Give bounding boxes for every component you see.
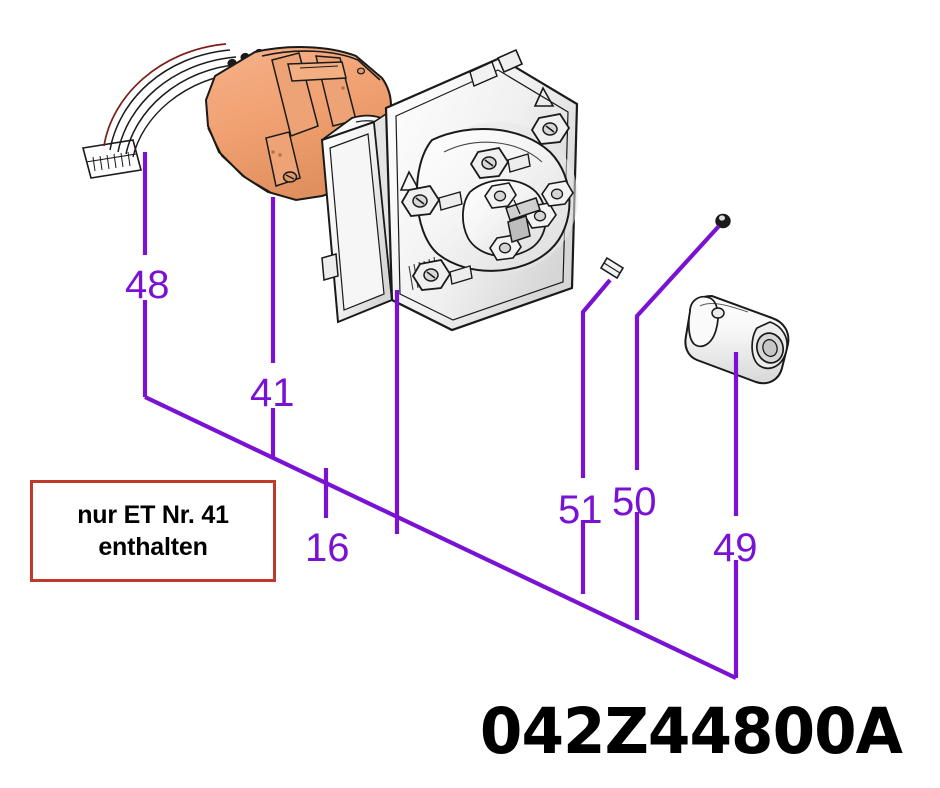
leader-50-upper	[634, 224, 721, 470]
woodruff-key	[599, 256, 625, 280]
set-screw	[715, 213, 731, 229]
callout-51[interactable]: 51	[558, 488, 603, 532]
part-number: 042Z44800A	[479, 695, 903, 768]
callout-49[interactable]: 49	[713, 526, 758, 570]
harness-connector-plug	[81, 139, 143, 179]
callout-41[interactable]: 41	[250, 371, 295, 415]
callout-leader-lines	[142, 152, 739, 680]
callout-48[interactable]: 48	[125, 263, 170, 307]
leader-51-upper	[580, 278, 612, 478]
coupling-sleeve	[684, 294, 790, 385]
motor-housing-screws	[282, 67, 366, 183]
note-box: nur ET Nr. 41 enthalten	[30, 480, 276, 582]
note-line-2: enthalten	[98, 533, 208, 561]
callout-50[interactable]: 50	[612, 480, 657, 524]
pump-body	[320, 48, 579, 332]
pump-hub	[462, 179, 574, 261]
pump-flange-bolts	[400, 113, 571, 291]
note-line-1: nur ET Nr. 41	[77, 501, 229, 529]
leader-spine	[144, 395, 737, 680]
callout-16[interactable]: 16	[305, 526, 350, 570]
